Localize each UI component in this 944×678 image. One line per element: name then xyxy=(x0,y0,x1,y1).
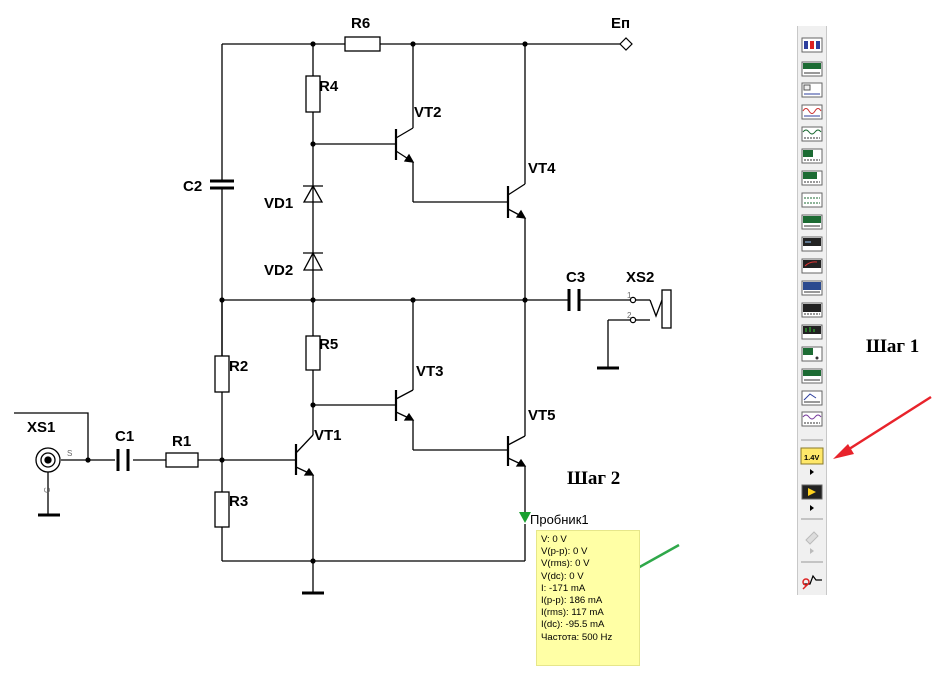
transistor-vt2 xyxy=(394,127,415,163)
step-1-label: Шаг 1 xyxy=(866,336,919,357)
resistor-r2[interactable] xyxy=(214,355,230,393)
pin-xs1-s: S xyxy=(67,449,72,458)
four-channel-oscilloscope-icon[interactable] xyxy=(801,126,823,142)
label-c3: C3 xyxy=(566,269,585,286)
dropdown-arrow-icon[interactable] xyxy=(810,469,814,475)
resistor-r3[interactable] xyxy=(214,491,230,528)
oscilloscope-icon[interactable] xyxy=(801,104,823,120)
current-probe-icon[interactable] xyxy=(805,531,819,545)
supply-terminal[interactable] xyxy=(619,37,633,51)
capacitor-c1 xyxy=(116,449,130,471)
transistor-vt5 xyxy=(506,435,527,467)
label-vt1: VT1 xyxy=(314,427,342,444)
capacitors[interactable] xyxy=(116,179,581,471)
probe-settings-icon[interactable] xyxy=(802,574,822,590)
label-xs1: XS1 xyxy=(27,419,55,436)
connector-xs2[interactable] xyxy=(629,289,672,329)
pin-xs1-c: C xyxy=(43,487,52,493)
pin-xs2-1: 1 xyxy=(627,291,632,300)
probe-name-label: Пробник1 xyxy=(530,512,589,527)
transistors[interactable] xyxy=(294,127,527,476)
logic-converter-icon[interactable] xyxy=(801,236,823,252)
probe-reading: V(rms): 0 V xyxy=(541,558,590,570)
network-analyzer-icon[interactable] xyxy=(801,324,823,340)
probe-marker-icon[interactable] xyxy=(519,512,531,523)
toolbar-icons: 1.4V xyxy=(800,37,824,590)
label-r3: R3 xyxy=(229,493,248,510)
probe-reading: Частота: 500 Hz xyxy=(541,631,613,643)
spectrum-analyzer-icon[interactable] xyxy=(801,302,823,318)
word-generator-icon[interactable] xyxy=(801,192,823,208)
function-generator-icon[interactable] xyxy=(801,61,823,77)
probe-reading: V: 0 V xyxy=(541,534,567,545)
agilent-multimeter-icon[interactable] xyxy=(801,368,823,384)
svg-text:1.4V: 1.4V xyxy=(804,453,819,462)
component-labels: R6 Eп R4 VT2 VT4 C2 VD1 VD2 C3 XS2 R5 R2… xyxy=(27,15,919,527)
transistor-vt4 xyxy=(506,183,527,219)
wattmeter-icon[interactable] xyxy=(801,82,823,98)
agilent-generator-icon[interactable] xyxy=(801,346,823,362)
label-r1: R1 xyxy=(172,433,191,450)
red-arrow xyxy=(833,395,932,459)
label-r5: R5 xyxy=(319,336,338,353)
dropdown-arrow-icon[interactable] xyxy=(810,505,814,511)
connector-xs1[interactable] xyxy=(35,447,61,473)
label-r4: R4 xyxy=(319,78,339,95)
probe-reading: V(dc): 0 V xyxy=(541,570,584,582)
agilent-oscilloscope-icon[interactable] xyxy=(801,390,823,406)
label-vd1: VD1 xyxy=(264,195,293,212)
probe-reading: V(p-p): 0 V xyxy=(541,546,588,558)
probe-reading: I(p-p): 186 mA xyxy=(541,595,603,607)
label-r2: R2 xyxy=(229,358,248,375)
resistors[interactable] xyxy=(165,36,381,528)
instruments-toolbar: 1.4V xyxy=(797,26,827,595)
grounds xyxy=(38,366,619,595)
step-2-label: Шаг 2 xyxy=(567,468,620,489)
wires xyxy=(14,43,630,592)
label-vt5: VT5 xyxy=(528,407,556,424)
label-vt2: VT2 xyxy=(414,104,442,121)
capacitor-c3 xyxy=(567,289,581,311)
labview-instrument-icon[interactable] xyxy=(801,484,823,500)
probe-reading: I(dc): -95.5 mA xyxy=(541,619,605,631)
capacitor-c2 xyxy=(210,179,234,190)
resistor-r5[interactable] xyxy=(305,335,321,371)
diodes[interactable] xyxy=(302,184,324,271)
dropdown-arrow-icon[interactable] xyxy=(810,548,814,554)
diode-vd1 xyxy=(302,184,324,203)
pin-xs2-2: 2 xyxy=(627,311,632,320)
label-vt4: VT4 xyxy=(528,160,556,177)
multimeter-icon[interactable] xyxy=(801,37,823,53)
probe-reading: I: -171 mA xyxy=(541,582,586,594)
transistor-vt3 xyxy=(394,389,415,421)
tektronix-oscilloscope-icon[interactable] xyxy=(801,411,823,427)
resistor-r1[interactable] xyxy=(165,452,199,468)
measurement-probe-icon[interactable]: 1.4V xyxy=(800,447,824,465)
logic-analyzer-icon[interactable] xyxy=(801,214,823,230)
resistor-r6[interactable] xyxy=(344,36,381,52)
diode-vd2 xyxy=(302,251,324,271)
junctions xyxy=(85,41,528,564)
distortion-analyzer-icon[interactable] xyxy=(801,280,823,296)
probe-reading: I(rms): 117 mA xyxy=(541,607,604,619)
resistor-r4[interactable] xyxy=(305,75,321,113)
bode-plotter-icon[interactable] xyxy=(801,148,823,164)
iv-analyzer-icon[interactable] xyxy=(801,258,823,274)
label-vd2: VD2 xyxy=(264,262,293,279)
label-xs2: XS2 xyxy=(626,269,654,286)
frequency-counter-icon[interactable] xyxy=(801,170,823,186)
label-r6: R6 xyxy=(351,15,370,32)
label-vt3: VT3 xyxy=(416,363,444,380)
label-ep: Eп xyxy=(611,15,630,32)
label-c2: C2 xyxy=(183,178,202,195)
transistor-vt1 xyxy=(294,434,315,476)
probe-readout: V: 0 V V(p-p): 0 V V(rms): 0 V V(dc): 0 … xyxy=(536,530,640,666)
label-c1: C1 xyxy=(115,428,134,445)
